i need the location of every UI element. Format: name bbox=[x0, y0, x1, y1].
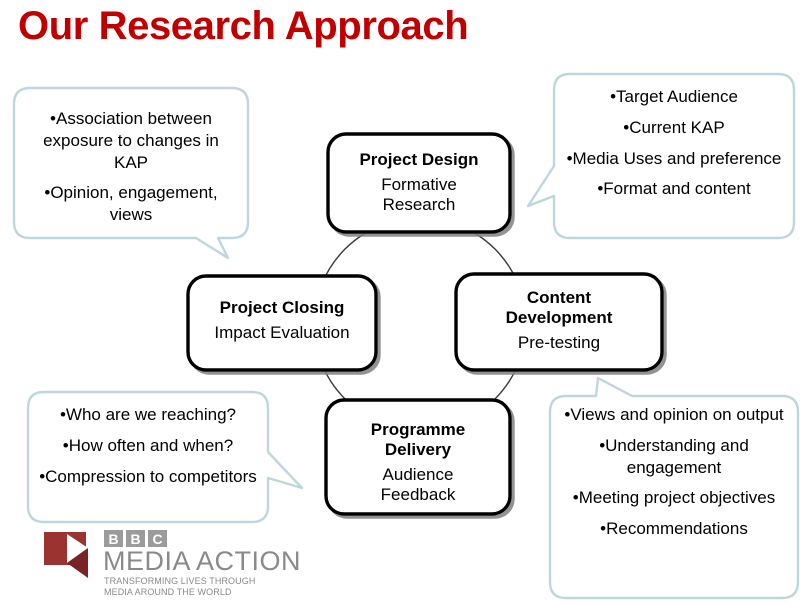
node-title: Project Closing bbox=[219, 298, 345, 317]
callout-bubble-bottom-left bbox=[26, 390, 304, 524]
node-label-project-closing: Project Closing Impact Evaluation bbox=[188, 298, 376, 343]
node-box-project-closing[interactable] bbox=[186, 274, 378, 372]
node-subtitle: Impact Evaluation bbox=[214, 323, 350, 343]
logo-name: MEDIA ACTION bbox=[103, 546, 302, 576]
callout-bubble-top-right bbox=[526, 72, 796, 240]
callout-bullet: •Understanding and engagement bbox=[599, 435, 749, 477]
callout-text-bottom-left: •Who are we reaching? •How often and whe… bbox=[38, 404, 258, 487]
callout-text-top-left: •Association between exposure to changes… bbox=[24, 108, 238, 226]
callout-bullet: •Format and content bbox=[597, 179, 751, 199]
callout-bullet: •Current KAP bbox=[623, 117, 725, 137]
callout-bullet: •Meeting project objectives bbox=[572, 488, 776, 508]
bbc-letter-box: B bbox=[104, 530, 123, 547]
callout-bullet: •Views and opinion on output bbox=[564, 405, 784, 424]
callout-bullet: •Media Uses and preference bbox=[566, 148, 782, 168]
callout-bullet: •Compression to competitors bbox=[39, 466, 257, 486]
page-title: Our Research Approach bbox=[18, 4, 469, 48]
callout-text-bottom-right: •Views and opinion on output •Understand… bbox=[560, 404, 788, 540]
callout-text-top-right: •Target Audience •Current KAP •Media Use… bbox=[564, 86, 784, 200]
bbc-letter-box: C bbox=[148, 530, 167, 547]
bbc-media-action-logo: B B C MEDIA ACTION TRANSFORMING LIVES TH… bbox=[44, 530, 301, 597]
bbc-media-action-mark-icon bbox=[44, 532, 88, 578]
logo-tagline: TRANSFORMING LIVES THROUGH MEDIA AROUND … bbox=[104, 576, 256, 598]
callout-bullet: •How often and when? bbox=[62, 435, 234, 455]
bbc-letter-box: B bbox=[126, 530, 145, 547]
node-box-project-design[interactable] bbox=[326, 132, 512, 234]
node-box-content-development[interactable] bbox=[454, 272, 664, 372]
callout-bubble-top-left bbox=[12, 86, 250, 260]
node-subtitle: Pre-testing bbox=[517, 333, 601, 353]
callout-bullet: •Recommendations bbox=[600, 519, 748, 538]
bbc-blocks: B B C bbox=[104, 530, 167, 547]
callout-bullet: •Association between exposure to changes… bbox=[43, 109, 219, 172]
node-box-programme-delivery[interactable] bbox=[324, 398, 512, 516]
node-title: Project Design bbox=[359, 150, 479, 169]
callout-bullet: •Target Audience bbox=[610, 87, 738, 106]
callout-bullet: •Opinion, engagement, views bbox=[44, 183, 218, 224]
callout-bullet: •Who are we reaching? bbox=[59, 405, 237, 424]
callout-bubble-bottom-right bbox=[548, 376, 800, 600]
